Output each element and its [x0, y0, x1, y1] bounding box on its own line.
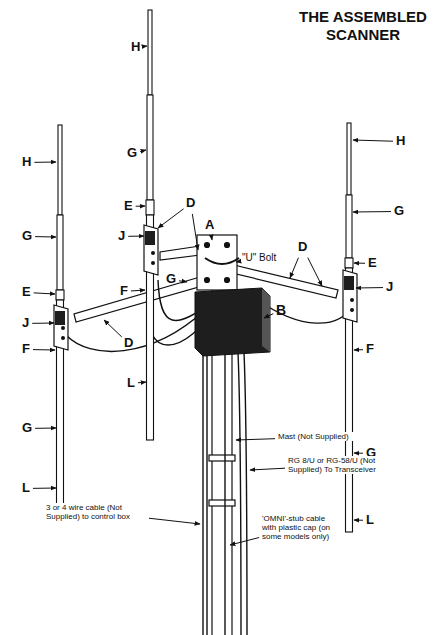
switch-box [195, 288, 270, 356]
leader-line [138, 382, 146, 384]
part-letter: G [394, 204, 404, 219]
leader-line [35, 428, 56, 429]
leader-line [33, 488, 56, 489]
part-letter: G [22, 421, 32, 436]
leader-line [230, 538, 259, 545]
leader-line [236, 261, 239, 263]
leader-line [354, 349, 363, 350]
note: 3 or 4 wire cable (Not Supplied) to cont… [46, 503, 146, 521]
part-letter: D [124, 336, 133, 351]
antenna-element [54, 125, 68, 515]
leader-line [104, 320, 122, 337]
leader-line [250, 468, 285, 470]
part-letter: H [131, 40, 140, 55]
antenna-element [144, 10, 158, 440]
leader-line [179, 281, 187, 282]
leader-line [136, 206, 145, 207]
leader-line [354, 520, 363, 521]
leader-line [143, 46, 147, 47]
leader-line [158, 209, 184, 228]
note: Mast (Not Supplied) [278, 432, 398, 441]
leader-line [290, 258, 298, 278]
part-letter: D [186, 196, 195, 211]
mounting-plate [197, 235, 239, 290]
leader-line [33, 349, 55, 350]
leader-line [35, 236, 56, 237]
part-letter: L [366, 513, 374, 528]
leader-line [308, 258, 322, 286]
leader-line [354, 453, 363, 454]
part-letter: E [124, 199, 133, 214]
note: 'OMNI'-stub cable with plastic cap (on s… [262, 514, 332, 542]
part-letter: G [22, 229, 32, 244]
leader-line [211, 236, 213, 240]
leader-line [140, 150, 146, 151]
leader-line [353, 140, 393, 141]
part-letter: H [22, 155, 31, 170]
leader-line [149, 518, 200, 524]
part-letter: "U" Bolt [242, 252, 276, 264]
leader-line [356, 287, 383, 288]
part-letter: G [127, 146, 137, 161]
leader-line [353, 211, 391, 212]
part-letter: E [22, 285, 31, 300]
part-letter: F [366, 342, 374, 357]
part-letter: F [22, 342, 30, 357]
leader-line [354, 263, 365, 264]
part-letter: F [120, 284, 128, 299]
antenna-elements [54, 10, 357, 532]
leader-line [34, 293, 55, 294]
leader-line [192, 214, 198, 250]
part-letter: J [386, 280, 393, 295]
part-letter: B [276, 302, 286, 318]
leader-line [32, 323, 54, 324]
part-letter: E [368, 256, 377, 271]
part-letter: J [118, 229, 125, 244]
leader-line [34, 162, 56, 163]
leader-line [264, 314, 273, 318]
leader-line [131, 290, 145, 292]
note: RG 8/U or RG-58/U (Not Supplied) To Tran… [288, 456, 398, 474]
part-letter: J [22, 316, 29, 331]
part-letter: D [298, 240, 307, 255]
part-letter: G [166, 272, 176, 287]
part-letter: L [127, 376, 135, 391]
title: THE ASSEMBLED SCANNER [293, 8, 433, 44]
part-letter: H [396, 134, 405, 149]
part-letter: A [205, 218, 214, 233]
leader-line [128, 236, 144, 237]
part-letter: L [22, 481, 30, 496]
leader-line [236, 439, 275, 440]
